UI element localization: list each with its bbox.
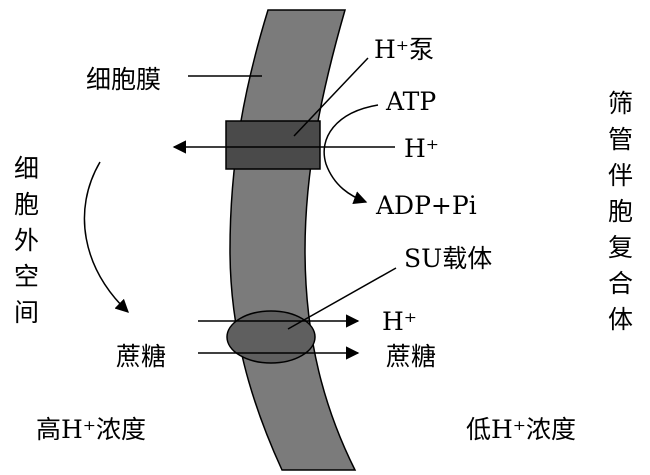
companion-cell-char: 伴 xyxy=(608,161,633,190)
su-carrier-label: SU载体 xyxy=(404,244,492,273)
extracellular-char: 外 xyxy=(14,226,39,255)
h-pump-protein xyxy=(225,120,321,170)
adp-pi-label: ADP+Pi xyxy=(375,191,477,220)
high-h-concentration-label: 高H⁺浓度 xyxy=(36,415,146,444)
cell-membrane-band xyxy=(229,9,357,471)
companion-cell-char: 管 xyxy=(608,125,633,154)
companion-cell-char: 合 xyxy=(608,269,633,298)
atp-label: ATP xyxy=(385,87,436,116)
companion-cell-char: 复 xyxy=(608,233,633,262)
extracellular-char: 间 xyxy=(14,298,39,327)
low-h-concentration-label: 低H⁺浓度 xyxy=(466,415,576,444)
atp-hydrolysis-arrow xyxy=(323,104,379,205)
extracellular-space-label: 细 胞 外 空 间 xyxy=(14,154,39,327)
h-pump-label: H⁺泵 xyxy=(374,35,434,64)
sucrose-left-label: 蔗糖 xyxy=(116,342,166,371)
extracellular-char: 细 xyxy=(14,154,39,183)
extracellular-char: 胞 xyxy=(14,190,39,219)
companion-cell-char: 体 xyxy=(608,305,633,334)
companion-cell-char: 胞 xyxy=(608,197,633,226)
companion-cell-complex-label: 筛 管 伴 胞 复 合 体 xyxy=(608,89,633,334)
extracellular-h-flow-arrow xyxy=(83,161,129,313)
membrane-label: 细胞膜 xyxy=(86,65,161,94)
extracellular-char: 空 xyxy=(14,262,39,291)
companion-cell-char: 筛 xyxy=(608,89,633,118)
h-in-label: H⁺ xyxy=(382,307,417,336)
sucrose-right-label: 蔗糖 xyxy=(386,342,436,371)
su-carrier-leader-line xyxy=(287,267,397,330)
su-carrier-protein xyxy=(226,310,316,364)
h-pump-leader-line xyxy=(293,57,369,137)
h-pump-ion-label: H⁺ xyxy=(404,134,439,163)
